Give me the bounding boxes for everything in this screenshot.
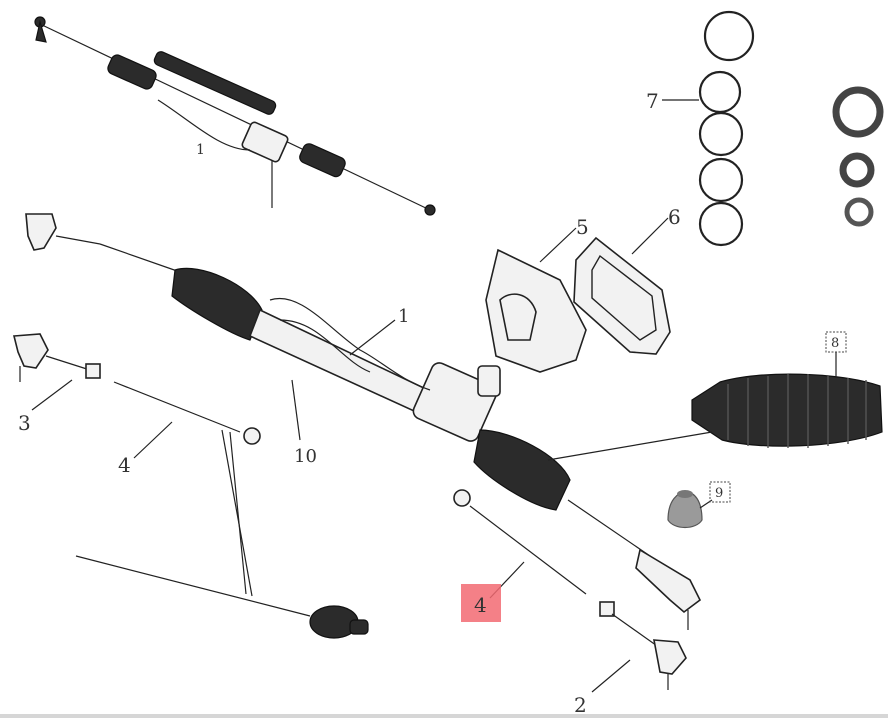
callout-9-box xyxy=(709,481,731,503)
callout-2: 2 xyxy=(574,693,587,717)
leader-6 xyxy=(631,217,669,255)
callout-9: 9 xyxy=(715,486,723,501)
callout-7: 7 xyxy=(646,89,659,113)
dust-cap xyxy=(667,490,703,529)
rack-boot xyxy=(691,373,883,448)
o-ring-set xyxy=(698,10,755,247)
leader-2 xyxy=(591,659,631,693)
callout-6: 6 xyxy=(668,205,681,229)
leader-1 xyxy=(349,319,396,356)
oil-seal-set xyxy=(832,86,884,227)
callout-10: 10 xyxy=(294,446,317,467)
inner-tie-rod-enlarged xyxy=(75,555,369,639)
leader-5 xyxy=(539,227,577,263)
leader-3 xyxy=(31,379,73,411)
callout-1: 1 xyxy=(398,306,409,327)
callout-4a: 4 xyxy=(118,453,131,477)
tie-rod-end-left xyxy=(12,333,101,382)
callout-1-overview: 1 xyxy=(196,142,205,158)
pinion-cover xyxy=(485,248,587,373)
highlight-box xyxy=(461,584,501,622)
inner-tie-rod-left xyxy=(113,381,261,445)
main-rack-assembly xyxy=(25,213,702,630)
leader-10 xyxy=(291,379,301,441)
callout-8: 8 xyxy=(831,336,839,351)
leader-8b xyxy=(547,431,713,461)
leader-4a xyxy=(133,421,173,459)
callout-8-box xyxy=(825,331,847,353)
callout-5: 5 xyxy=(576,215,589,239)
callout-4b: 4 xyxy=(474,593,487,617)
overview-rack-assembly: 1 xyxy=(34,16,436,216)
tie-rod-end-right xyxy=(599,601,687,690)
inner-tie-rod-right xyxy=(453,489,587,595)
callout-3: 3 xyxy=(18,411,31,435)
gasket xyxy=(573,236,671,355)
bottom-border xyxy=(0,714,888,718)
